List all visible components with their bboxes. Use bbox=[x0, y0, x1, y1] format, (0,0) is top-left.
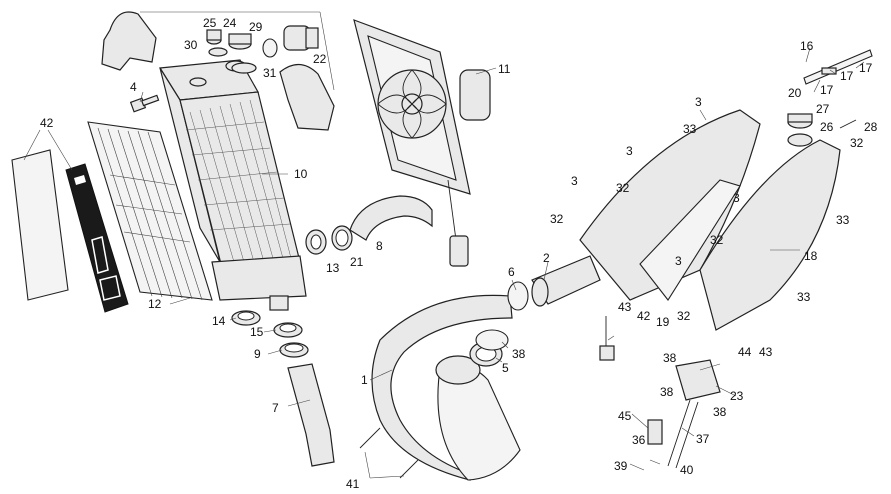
callout-32-d: 32 bbox=[850, 136, 864, 150]
callout-33-b: 33 bbox=[836, 213, 850, 227]
silencer-25 bbox=[579, 109, 761, 301]
callout-24: 18 bbox=[804, 249, 818, 263]
callout-34: 38 bbox=[663, 351, 677, 365]
callout-29: 29 bbox=[249, 20, 263, 34]
callout-labels: 42 4 25 24 29 30 31 22 11 10 12 13 21 8 … bbox=[40, 16, 878, 491]
callout-32-e: 32 bbox=[677, 309, 691, 323]
callout-3-b: 3 bbox=[626, 144, 633, 158]
callout-25: 19 bbox=[656, 315, 670, 329]
callout-28: 27 bbox=[816, 102, 830, 116]
silencer-24 bbox=[699, 133, 841, 331]
callout-22: 24 bbox=[223, 16, 237, 30]
callout-30: 30 bbox=[184, 38, 198, 52]
bolts-39 bbox=[359, 427, 419, 479]
callout-6: 6 bbox=[508, 265, 515, 279]
bolt-4 bbox=[129, 94, 160, 113]
callout-13: 9 bbox=[254, 347, 261, 361]
callout-3-a: 3 bbox=[695, 95, 702, 109]
clamp-21 bbox=[331, 225, 353, 251]
callout-43-b: 44 bbox=[738, 345, 752, 359]
callout-8: 17 bbox=[820, 83, 834, 97]
callout-20: 22 bbox=[313, 52, 327, 66]
callout-4: 4 bbox=[130, 80, 137, 94]
ring-17-right bbox=[305, 229, 327, 255]
callout-1: 1 bbox=[361, 373, 368, 387]
callout-35: 38 bbox=[512, 347, 526, 361]
callout-17-b: 14 bbox=[212, 314, 226, 328]
callout-40: 42 bbox=[40, 116, 54, 130]
leader-lines bbox=[23, 11, 865, 479]
callout-38-c: 39 bbox=[614, 459, 628, 473]
callout-19: 20 bbox=[788, 86, 802, 100]
callout-27: 26 bbox=[820, 120, 834, 134]
decal-sheet-plain bbox=[11, 149, 69, 301]
callout-17-c: 15 bbox=[250, 325, 264, 339]
ring-17-left bbox=[231, 310, 261, 326]
cap-28 bbox=[787, 113, 813, 129]
rod-18 bbox=[803, 49, 873, 85]
callout-9: 17 bbox=[859, 61, 873, 75]
callout-42-b: 43 bbox=[759, 345, 773, 359]
callout-17-a: 13 bbox=[326, 261, 340, 275]
radiator-grille bbox=[87, 121, 213, 301]
cooling-fan bbox=[353, 19, 491, 267]
callout-7: 28 bbox=[864, 120, 878, 134]
callout-26: 23 bbox=[730, 389, 744, 403]
callout-38-a: 38 bbox=[660, 385, 674, 399]
hose-12 bbox=[349, 195, 433, 241]
callout-36: 37 bbox=[696, 432, 710, 446]
callout-41: 45 bbox=[618, 409, 632, 423]
callout-33-a: 33 bbox=[683, 122, 697, 136]
bracket-upper bbox=[101, 11, 157, 71]
callout-2: 2 bbox=[543, 251, 550, 265]
callout-14: 10 bbox=[294, 167, 308, 181]
clamp-13 bbox=[279, 342, 309, 358]
callout-23: 25 bbox=[203, 16, 217, 30]
callout-12: 8 bbox=[376, 239, 383, 253]
callout-10: 17 bbox=[840, 69, 854, 83]
callout-37: 36 bbox=[632, 433, 646, 447]
exhaust-header bbox=[371, 294, 521, 481]
callout-3-d: 3 bbox=[733, 191, 740, 205]
callout-11: 7 bbox=[272, 401, 279, 415]
fitting-41 bbox=[647, 419, 663, 445]
callout-39: 41 bbox=[346, 477, 360, 491]
silencer-inlet-2 bbox=[531, 255, 601, 307]
valve-44 bbox=[599, 316, 615, 361]
callout-32-a: 32 bbox=[616, 181, 630, 195]
callout-18: 16 bbox=[800, 39, 814, 53]
callout-16: 12 bbox=[148, 297, 162, 311]
ring-35 bbox=[475, 329, 509, 351]
ring-17-middle bbox=[273, 322, 303, 338]
callout-43-a: 43 bbox=[618, 300, 632, 314]
screw-7 bbox=[839, 119, 857, 129]
callout-3-c: 3 bbox=[571, 174, 578, 188]
bracket-lower bbox=[279, 63, 335, 131]
callout-32-c: 32 bbox=[710, 233, 724, 247]
seal-6 bbox=[507, 281, 529, 311]
bracket-26 bbox=[675, 359, 721, 401]
callout-5: 5 bbox=[502, 361, 509, 375]
callout-38-d: 40 bbox=[680, 463, 694, 477]
callout-21: 21 bbox=[350, 255, 364, 269]
callout-38-b: 38 bbox=[713, 405, 727, 419]
rod-36 bbox=[667, 399, 699, 469]
decal-sheet-printed bbox=[65, 163, 129, 313]
radiator-cap-parts bbox=[206, 25, 319, 74]
callout-33-c: 33 bbox=[797, 290, 811, 304]
callout-32-b: 32 bbox=[550, 212, 564, 226]
callout-31: 31 bbox=[263, 66, 277, 80]
hose-11 bbox=[287, 363, 335, 467]
callout-15: 11 bbox=[498, 62, 511, 76]
callout-42-a: 42 bbox=[637, 309, 651, 323]
callout-3-e: 3 bbox=[675, 254, 682, 268]
